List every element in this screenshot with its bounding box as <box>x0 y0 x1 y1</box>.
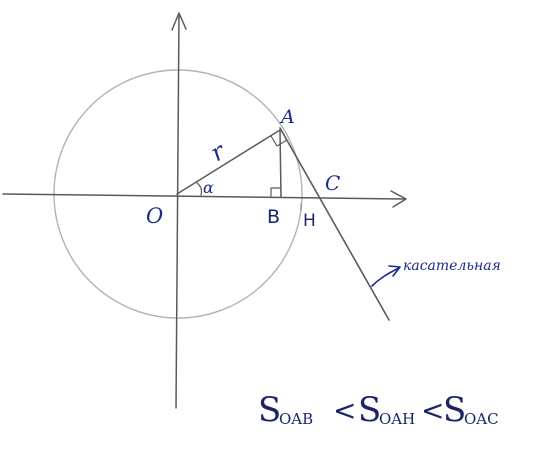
tangent-line <box>279 127 390 321</box>
x-axis-arrowhead <box>390 190 407 208</box>
formula-less-than-1: < <box>333 394 356 427</box>
formula-s2: S <box>358 390 381 430</box>
tangent-pointer-arrow <box>371 267 400 287</box>
label-tangent: касательная <box>403 258 501 274</box>
radius-oa <box>176 129 281 195</box>
formula-s3: S <box>443 390 466 430</box>
label-point-h: H <box>303 211 316 231</box>
formula-s3-subscript: OAC <box>464 410 499 428</box>
segment-ab <box>279 129 282 198</box>
formula-s1-subscript: OAB <box>279 410 313 428</box>
tangent-pointer-arrowhead <box>388 265 401 277</box>
label-point-b: B <box>267 206 280 228</box>
x-axis <box>2 193 406 200</box>
formula-s1: S <box>258 390 281 430</box>
label-point-c: C <box>325 171 340 195</box>
formula-less-than-2: < <box>421 394 444 427</box>
area-inequality-formula: S OAB < S OAH < S OAC <box>258 390 499 430</box>
label-angle: α <box>203 178 214 197</box>
label-radius: r <box>206 137 231 168</box>
right-angle-mark-a <box>270 135 288 147</box>
y-axis <box>175 13 180 409</box>
label-point-o: O <box>146 204 163 228</box>
formula-s2-subscript: OAH <box>379 410 415 428</box>
angle-arc <box>196 182 203 196</box>
right-angle-mark-b <box>270 187 281 197</box>
y-axis-arrowhead <box>171 12 187 31</box>
label-point-a: A <box>279 106 295 128</box>
